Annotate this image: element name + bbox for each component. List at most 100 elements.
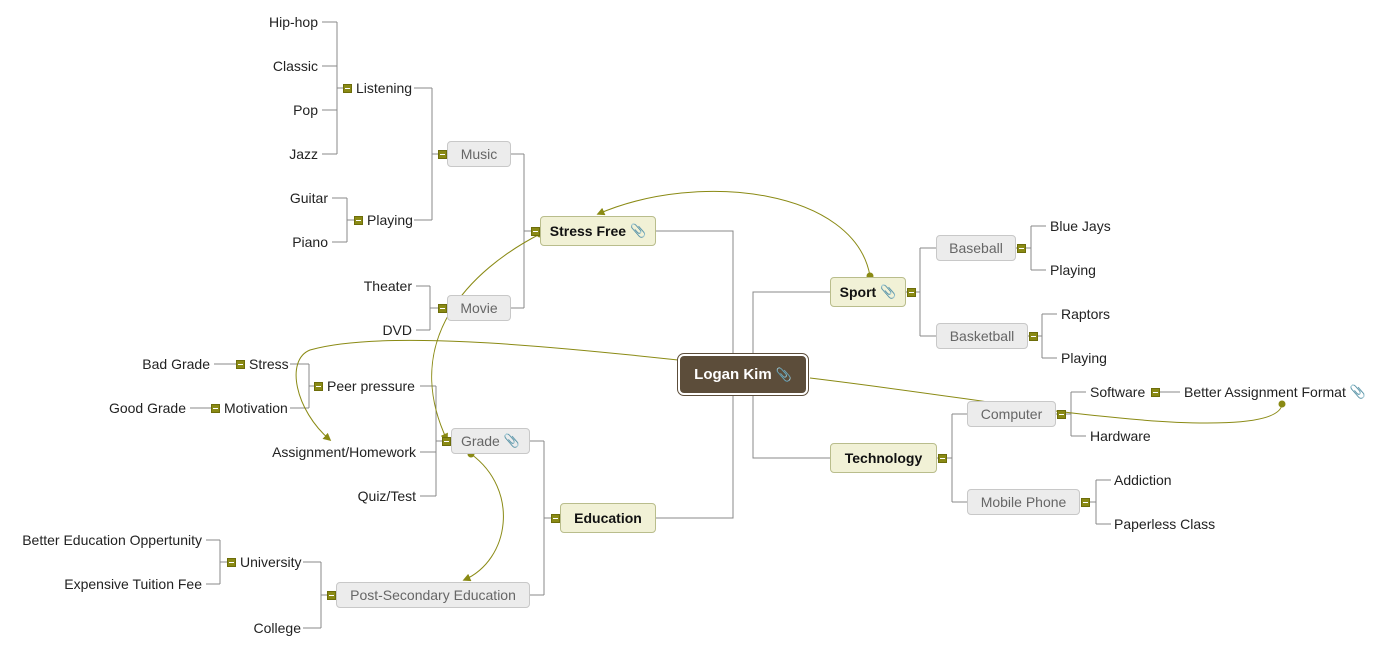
post-secondary-node[interactable]: Post-Secondary Education: [336, 582, 530, 608]
root-node[interactable]: Logan Kim📎: [677, 353, 809, 396]
minus-toggle-icon[interactable]: [1029, 332, 1038, 341]
list-item[interactable]: Piano: [230, 233, 328, 251]
list-item[interactable]: Playing: [1050, 261, 1140, 279]
minus-toggle-icon[interactable]: [354, 216, 363, 225]
list-item[interactable]: Jazz: [220, 145, 318, 163]
list-item[interactable]: College: [200, 619, 301, 637]
university-node[interactable]: University: [240, 553, 306, 571]
list-item-label: Paperless Class: [1114, 516, 1216, 532]
minus-toggle-icon[interactable]: [438, 150, 447, 159]
paperclip-icon[interactable]: 📎: [1349, 384, 1367, 399]
list-item-label: Piano: [292, 234, 328, 250]
link-playing-items: [332, 197, 358, 243]
list-item-label: Assignment/Homework: [272, 444, 416, 460]
mobile-phone-label: Mobile Phone: [980, 494, 1067, 510]
paperclip-icon[interactable]: 📎: [775, 366, 792, 382]
minus-toggle-icon[interactable]: [314, 382, 323, 391]
post-secondary-label: Post-Secondary Education: [350, 587, 516, 603]
list-item[interactable]: Better Education Oppertunity: [8, 531, 202, 549]
paperclip-icon[interactable]: 📎: [503, 433, 521, 448]
motivation-node[interactable]: Motivation: [224, 399, 292, 417]
list-item-label: Better Assignment Format: [1184, 384, 1346, 400]
list-item[interactable]: Bad Grade: [110, 355, 210, 373]
playing-label: Playing: [367, 212, 413, 228]
minus-toggle-icon[interactable]: [938, 454, 947, 463]
list-item[interactable]: Hip-hop: [220, 13, 318, 31]
software-node[interactable]: Software: [1090, 383, 1150, 401]
software-label: Software: [1090, 384, 1146, 400]
list-item[interactable]: DVD: [314, 321, 412, 339]
education-node[interactable]: Education: [560, 503, 656, 533]
minus-toggle-icon[interactable]: [1151, 388, 1160, 397]
minus-toggle-icon[interactable]: [551, 514, 560, 523]
computer-label: Computer: [980, 406, 1043, 422]
list-item[interactable]: Theater: [314, 277, 412, 295]
minus-toggle-icon[interactable]: [236, 360, 245, 369]
relation-grade-postsecondary: [462, 453, 504, 582]
stress-label: Stress: [249, 356, 289, 372]
list-item[interactable]: Hardware: [1090, 427, 1180, 445]
list-item[interactable]: Guitar: [230, 189, 328, 207]
playing-node[interactable]: Playing: [367, 211, 417, 229]
link-university-items: [206, 539, 231, 585]
list-item-label: Addiction: [1114, 472, 1172, 488]
stress-node[interactable]: Stress: [249, 355, 293, 373]
link-root-stressfree: [656, 230, 734, 356]
list-item-label: Guitar: [289, 190, 328, 206]
list-item[interactable]: Classic: [220, 57, 318, 75]
list-item[interactable]: Quiz/Test: [300, 487, 416, 505]
baseball-node[interactable]: Baseball: [936, 235, 1016, 261]
link-root-technology: [752, 396, 830, 459]
grade-node[interactable]: Grade📎: [451, 428, 530, 454]
minus-toggle-icon[interactable]: [343, 84, 352, 93]
list-item[interactable]: Addiction: [1114, 471, 1224, 489]
motivation-label: Motivation: [224, 400, 288, 416]
music-node[interactable]: Music: [447, 141, 511, 167]
stress-free-node[interactable]: Stress Free📎: [540, 216, 656, 246]
link-listening-items: [322, 21, 348, 155]
list-item-label: Blue Jays: [1050, 218, 1111, 234]
list-item-label: Bad Grade: [142, 356, 210, 372]
list-item[interactable]: Good Grade: [86, 399, 186, 417]
minus-toggle-icon[interactable]: [442, 437, 451, 446]
sport-node[interactable]: Sport📎: [830, 277, 906, 307]
basketball-node[interactable]: Basketball: [936, 323, 1028, 349]
minus-toggle-icon[interactable]: [438, 304, 447, 313]
minus-toggle-icon[interactable]: [211, 404, 220, 413]
link-root-education: [656, 396, 734, 519]
baseball-label: Baseball: [949, 240, 1003, 256]
paperclip-icon[interactable]: 📎: [880, 284, 897, 299]
list-item-label: Theater: [363, 278, 412, 294]
list-item[interactable]: Assignment/Homework: [250, 443, 416, 461]
technology-node[interactable]: Technology: [830, 443, 937, 473]
minus-toggle-icon[interactable]: [531, 227, 540, 236]
list-item[interactable]: Playing: [1061, 349, 1151, 367]
list-item[interactable]: Expensive Tuition Fee: [8, 575, 202, 593]
list-item[interactable]: Raptors: [1061, 305, 1151, 323]
list-item-label: Playing: [1050, 262, 1096, 278]
list-item-label: Raptors: [1061, 306, 1111, 322]
movie-label: Movie: [460, 300, 498, 316]
computer-node[interactable]: Computer: [967, 401, 1056, 427]
minus-toggle-icon[interactable]: [907, 288, 916, 297]
minus-toggle-icon[interactable]: [327, 591, 336, 600]
minus-toggle-icon[interactable]: [227, 558, 236, 567]
listening-node[interactable]: Listening: [356, 79, 416, 97]
sport-label: Sport: [839, 284, 877, 300]
minus-toggle-icon[interactable]: [1081, 498, 1090, 507]
mobile-phone-node[interactable]: Mobile Phone: [967, 489, 1080, 515]
list-item-label: Hip-hop: [268, 14, 318, 30]
movie-node[interactable]: Movie: [447, 295, 511, 321]
university-label: University: [240, 554, 302, 570]
list-item[interactable]: Paperless Class: [1114, 515, 1234, 533]
minus-toggle-icon[interactable]: [1057, 410, 1066, 419]
minus-toggle-icon[interactable]: [1017, 244, 1026, 253]
list-item[interactable]: Pop: [220, 101, 318, 119]
link-root-sport: [752, 291, 830, 356]
paperclip-icon[interactable]: 📎: [630, 223, 647, 238]
peer-pressure-node[interactable]: Peer pressure: [327, 377, 419, 395]
peer-pressure-label: Peer pressure: [327, 378, 415, 394]
list-item[interactable]: Blue Jays: [1050, 217, 1140, 235]
list-item-label: Pop: [293, 102, 318, 118]
better-assignment-node[interactable]: Better Assignment Format📎: [1184, 383, 1374, 401]
